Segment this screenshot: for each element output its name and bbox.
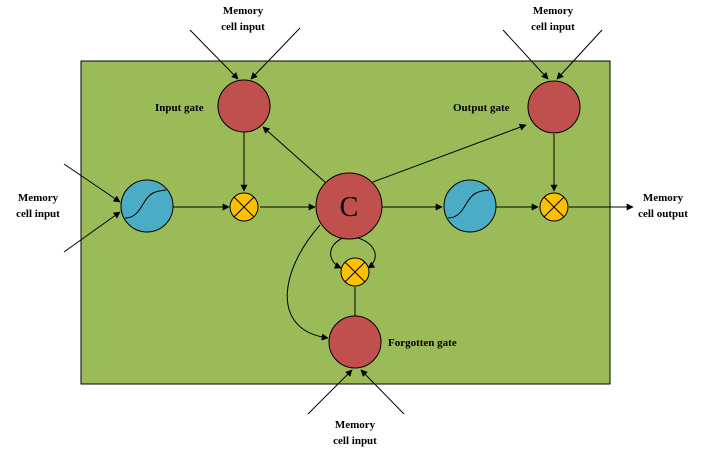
output-gate-label: Output gate (453, 102, 510, 114)
svg-text:cell input: cell input (333, 435, 377, 447)
input-gate-node (217, 79, 271, 133)
cell-to-forget-gate (286, 224, 329, 341)
svg-text:cell output: cell output (638, 208, 688, 220)
left-in-arrow-1 (63, 163, 121, 203)
bottom-input-label: Memory cell input (333, 419, 377, 447)
forget-gate-in-arrow-1 (307, 369, 353, 415)
svg-text:Memory: Memory (643, 192, 684, 204)
multiply-cross-icon (340, 257, 370, 287)
top-right-input-label: Memory cell input (531, 5, 575, 33)
top-left-input-label: Memory cell input (221, 5, 265, 33)
forget-gate-in-arrow-2 (360, 369, 405, 415)
cell-loop-right (354, 236, 376, 269)
forgotten-gate-node (328, 315, 382, 369)
left-in-arrow-2 (63, 211, 121, 253)
memory-cell-node (315, 172, 383, 240)
svg-text:Memory: Memory (533, 5, 574, 17)
cell-to-output-gate (372, 123, 527, 183)
multiply-cross-icon (229, 192, 259, 222)
multiply-cross-icon (539, 192, 569, 222)
svg-text:cell input: cell input (221, 21, 265, 33)
cell-loop-left (330, 236, 346, 269)
input-gate-in-arrow-2 (250, 27, 301, 80)
sigmoid-curve-icon (443, 179, 497, 233)
memory-cell-label: C (340, 192, 359, 223)
output-gate-in-arrow-2 (556, 29, 603, 80)
cell-to-input-gate (262, 126, 327, 184)
input-gate-label: Input gate (155, 102, 204, 114)
svg-text:Memory: Memory (335, 419, 376, 431)
output-gate-node (527, 80, 581, 134)
sigmoid-curve-icon (120, 179, 174, 233)
forgotten-gate-label: Forgotten gate (388, 337, 457, 349)
output-gate-in-arrow-1 (502, 29, 549, 80)
svg-text:cell input: cell input (531, 21, 575, 33)
output-label: Memory cell output (638, 192, 688, 220)
input-gate-in-arrow-1 (189, 29, 239, 80)
left-input-label: Memory cell input (16, 192, 60, 220)
svg-text:cell input: cell input (16, 208, 60, 220)
svg-text:Memory: Memory (18, 192, 59, 204)
svg-text:Memory: Memory (223, 5, 264, 17)
